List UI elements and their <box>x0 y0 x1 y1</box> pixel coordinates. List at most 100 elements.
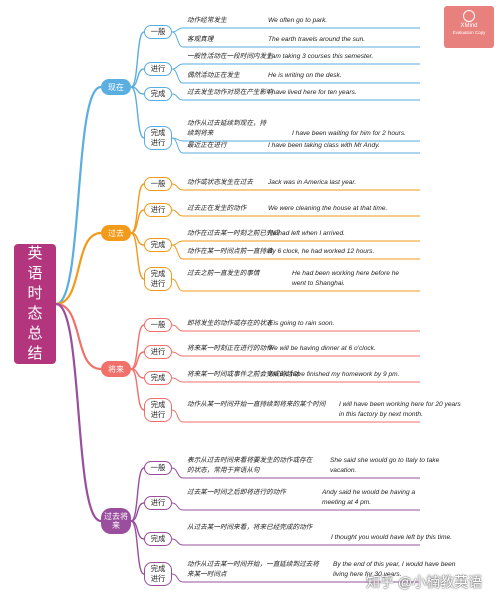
row-underline <box>171 538 420 546</box>
row-underline <box>171 93 420 101</box>
row-underline <box>171 502 420 511</box>
root-topic[interactable]: 英语时态总结 <box>14 244 56 364</box>
branch-sub-link <box>130 31 145 88</box>
example-sentence: I have been taking class with Mr Andy. <box>268 142 380 149</box>
row-underline <box>171 68 420 84</box>
row-underline <box>171 377 420 383</box>
example-sentence: Jack was in America last year. <box>268 179 357 186</box>
root-branch-link <box>55 85 102 306</box>
branch-sub-link <box>130 232 145 280</box>
example-sentence: I have been waiting for him for 2 hours. <box>292 130 406 137</box>
subtopic-past-1[interactable]: 进行 <box>144 203 172 217</box>
usage-text: 从过去某一时间来看，将来已经完成的动作 <box>187 524 313 531</box>
usage-text: 动作从过去某一时间开始，一直延续到过去将来某一时间点 <box>187 561 319 578</box>
tense-past_future[interactable]: 过去将来 <box>101 508 131 534</box>
example-sentence: We will have finished my homework by 9 p… <box>268 371 400 378</box>
tense-present[interactable]: 现在 <box>101 79 131 95</box>
usage-text: 客观真理 <box>187 36 214 43</box>
example-sentence: He had been working here before he went … <box>292 270 400 287</box>
row-underline <box>171 137 420 154</box>
example-sentence: The earth travels around the sun. <box>268 36 366 43</box>
subtopic-future-3[interactable]: 完成进行 <box>144 398 172 422</box>
branch-sub-link <box>130 324 145 370</box>
example-sentence: By 6 clock, he had worked 12 hours. <box>268 248 375 255</box>
subtopic-future-1[interactable]: 进行 <box>144 345 172 359</box>
usage-text: 动作经常发生 <box>187 17 227 24</box>
branch-sub-link <box>130 86 145 139</box>
branch-sub-link <box>130 467 145 522</box>
usage-text: 动作在某一时间点前一直持续 <box>187 248 273 255</box>
subtopic-future-2[interactable]: 完成 <box>144 371 172 385</box>
usage-text: 动作从过去延续到现在，持续到将来 <box>187 120 267 137</box>
usage-text: 将来某一时刻正在进行的动作 <box>187 345 273 352</box>
subtopic-past-2[interactable]: 完成 <box>144 238 172 252</box>
row-underline <box>171 351 420 357</box>
logo-tagline: Evaluation Copy <box>452 30 486 35</box>
row-underline <box>171 244 420 260</box>
example-sentence: By the end of this year, I would have be… <box>333 561 456 578</box>
subtopic-past_future-1[interactable]: 进行 <box>144 496 172 510</box>
subtopic-past-0[interactable]: 一般 <box>144 177 172 191</box>
subtopic-past_future-3[interactable]: 完成进行 <box>144 562 172 586</box>
example-sentence: I will have been working here for 20 yea… <box>339 401 461 418</box>
xmind-logo-icon <box>463 10 475 22</box>
watermark: 知乎 @小楠教英语 <box>366 574 483 590</box>
branch-sub-link <box>130 520 145 575</box>
root-branch-link <box>55 231 102 306</box>
subtopic-present-1[interactable]: 进行 <box>144 62 172 76</box>
row-underline <box>171 27 420 33</box>
root-branch-link <box>55 302 102 523</box>
usage-text: 即将发生的动作或存在的状态 <box>187 320 273 327</box>
logo-name: XMind <box>460 23 478 29</box>
example-sentence: She said she would go to Italy to take v… <box>330 457 440 474</box>
example-sentence: We were cleaning the house at that time. <box>268 205 388 212</box>
usage-text: 一般性活动在一段时间内发生 <box>187 53 273 60</box>
usage-text: 过去之前一直发生的事情 <box>187 270 260 277</box>
usage-text: 表示从过去时间来看将要发生的动作或存在的状态，常用于宾语从句 <box>187 457 313 474</box>
row-underline <box>171 183 420 191</box>
example-sentence: I thought you would have left by this ti… <box>331 534 452 541</box>
example-sentence: I have lived here for ten years. <box>268 89 357 96</box>
row-underline <box>171 467 420 479</box>
row-underline <box>171 209 420 217</box>
usage-text: 最近正在进行 <box>187 142 227 149</box>
example-sentence: We will be having dinner at 6 o'clock. <box>268 345 376 352</box>
usage-text: 动作在过去某一时刻之前已完成 <box>187 230 280 237</box>
row-underline <box>171 278 420 292</box>
row-underline <box>171 324 420 332</box>
usage-text: 偶然活动正在发生 <box>187 72 240 79</box>
row-underline <box>171 240 420 246</box>
row-underline <box>171 573 420 583</box>
xmind-logo: XMind Evaluation Copy <box>444 6 494 48</box>
branch-sub-link <box>130 209 145 234</box>
subtopic-present-0[interactable]: 一般 <box>144 25 172 39</box>
branch-sub-link <box>130 502 145 522</box>
branch-sub-link <box>130 368 145 411</box>
row-underline <box>171 409 420 423</box>
root-branch-link <box>55 302 102 371</box>
branch-sub-link <box>130 183 145 234</box>
subtopic-present-3[interactable]: 完成进行 <box>144 126 172 150</box>
example-sentence: I am taking 3 courses this semester. <box>268 53 374 60</box>
usage-text: 过去某一时间之后即将进行的动作 <box>187 489 286 496</box>
example-sentence: We often go to park. <box>268 17 328 24</box>
subtopic-past_future-0[interactable]: 一般 <box>144 461 172 475</box>
subtopic-future-0[interactable]: 一般 <box>144 318 172 332</box>
row-underline <box>171 31 420 48</box>
subtopic-present-2[interactable]: 完成 <box>144 87 172 101</box>
usage-text: 过去发生动作对现在产生影响 <box>187 89 273 96</box>
usage-text: 动作从某一时间开始一直持续到将来的某个时间 <box>187 401 326 408</box>
example-sentence: He had left when I arrived. <box>268 230 345 237</box>
usage-text: 将来某一时间或事件之前会完成的活动 <box>187 371 300 378</box>
usage-text: 过去正在发生的动作 <box>187 205 247 212</box>
example-sentence: He is writing on the desk. <box>268 72 342 79</box>
example-sentence: Andy said he would be having a meeting a… <box>322 489 416 506</box>
usage-text: 动作或状态发生在过去 <box>187 179 253 186</box>
subtopic-past-3[interactable]: 完成进行 <box>144 267 172 291</box>
subtopic-past_future-2[interactable]: 完成 <box>144 532 172 546</box>
tense-future[interactable]: 将来 <box>101 361 131 377</box>
tense-past[interactable]: 过去 <box>101 225 131 241</box>
row-underline <box>171 63 420 70</box>
example-sentence: It is going to rain soon. <box>268 320 335 327</box>
